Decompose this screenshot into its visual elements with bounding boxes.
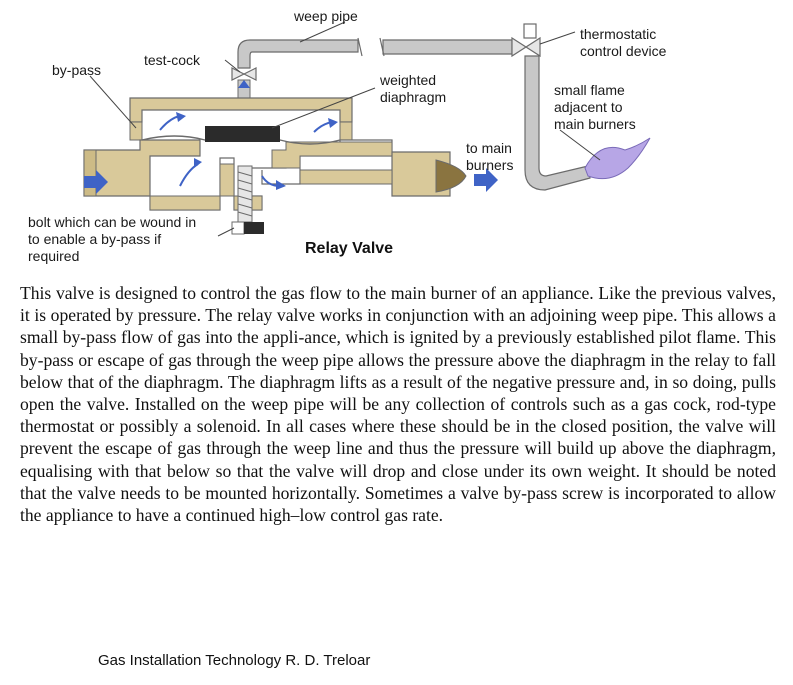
label-thermostatic: thermostatic (580, 26, 657, 42)
label-weep-pipe: weep pipe (294, 8, 358, 24)
gas-flow-arrows (84, 168, 498, 194)
weep-pipe-right (382, 39, 513, 55)
bypass-bolt (231, 165, 264, 235)
body-text: This valve is designed to control the ga… (20, 282, 776, 526)
figure-caption: Relay Valve (305, 240, 394, 257)
weep-pipe (237, 39, 359, 69)
label-control-device: control device (580, 43, 667, 59)
small-flame (584, 137, 651, 180)
leader-lines (89, 21, 601, 237)
label-to-main: to main (466, 140, 512, 156)
label-bolt-line2: to enable a by-pass if (28, 231, 162, 247)
body-paragraph: This valve is designed to control the ga… (20, 283, 776, 526)
diaphragm-weight (205, 126, 280, 142)
relay-valve-illustration (83, 21, 651, 237)
label-burners: burners (466, 157, 514, 173)
label-weighted: weighted (380, 72, 437, 88)
thermostatic-control-device (511, 23, 541, 58)
valve-body (83, 97, 467, 211)
label-main-burners: main burners (554, 116, 636, 132)
label-by-pass: by-pass (52, 62, 102, 78)
label-adjacent-to: adjacent to (554, 99, 623, 115)
label-diaphragm: diaphragm (380, 89, 447, 105)
source-citation: Gas Installation Technology R. D. Treloa… (98, 652, 371, 669)
label-bolt-line1: bolt which can be wound in (28, 214, 197, 230)
label-bolt-line3: required (28, 248, 80, 264)
label-test-cock: test-cock (144, 52, 201, 68)
relay-valve-diagram: weep pipe test-cock by-pass weighted dia… (0, 0, 793, 278)
label-small-flame: small flame (554, 82, 625, 98)
